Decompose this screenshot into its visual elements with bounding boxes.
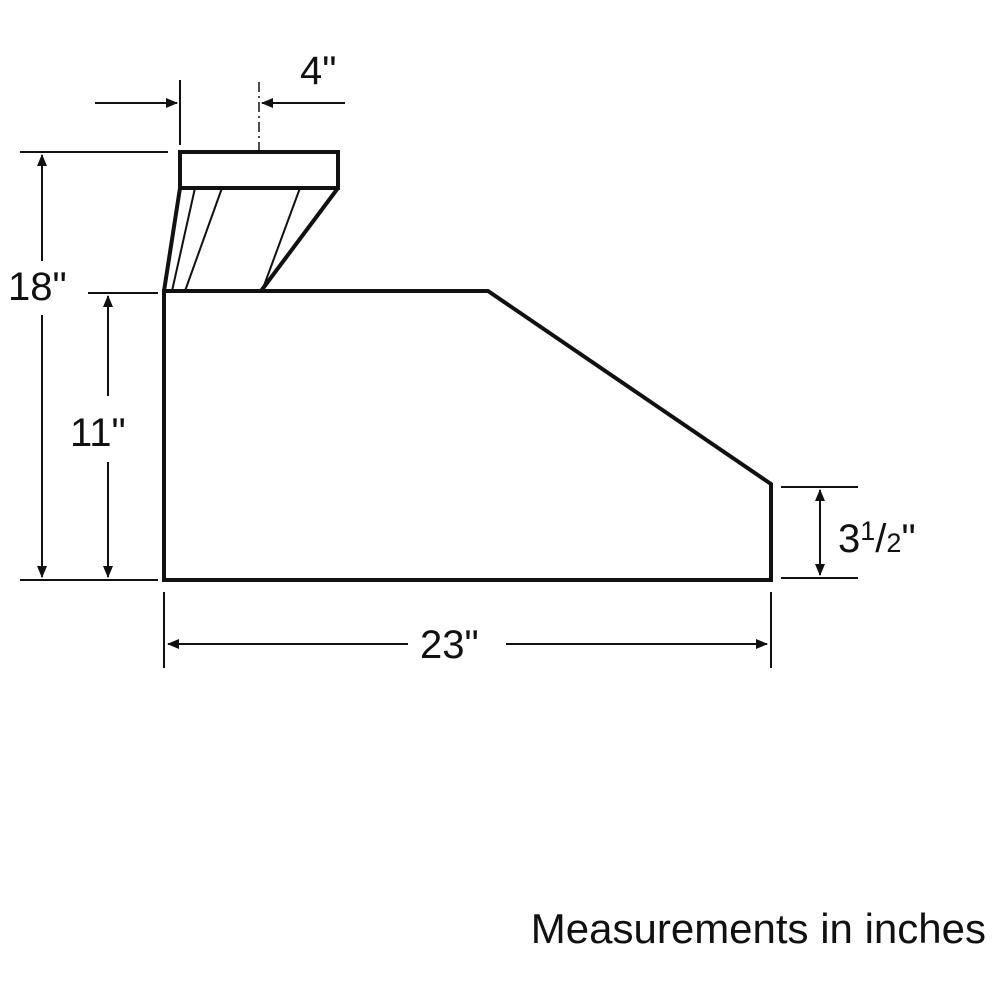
front-height-label: 31/2" (838, 516, 916, 561)
dimension-front-height (781, 486, 858, 579)
dimension-top-width (95, 80, 345, 150)
front-height-inch-mark: " (901, 517, 915, 561)
depth-label: 23" (420, 623, 479, 667)
front-height-numerator: 1 (860, 516, 875, 546)
front-height-denominator: 2 (886, 528, 901, 558)
units-caption: Measurements in inches (530, 905, 986, 952)
chimney-taper (162, 186, 340, 293)
front-height-whole: 3 (838, 517, 860, 561)
hood-body-outline (162, 289, 773, 582)
chimney-top-box (178, 150, 340, 190)
body-height-label: 11" (70, 411, 126, 455)
total-height-label: 18" (8, 265, 67, 309)
front-height-slash: / (875, 517, 887, 561)
dimension-body-height (88, 292, 158, 578)
dimension-depth (163, 592, 772, 668)
top-width-label: 4" (300, 49, 336, 93)
dimension-total-height (20, 151, 168, 581)
